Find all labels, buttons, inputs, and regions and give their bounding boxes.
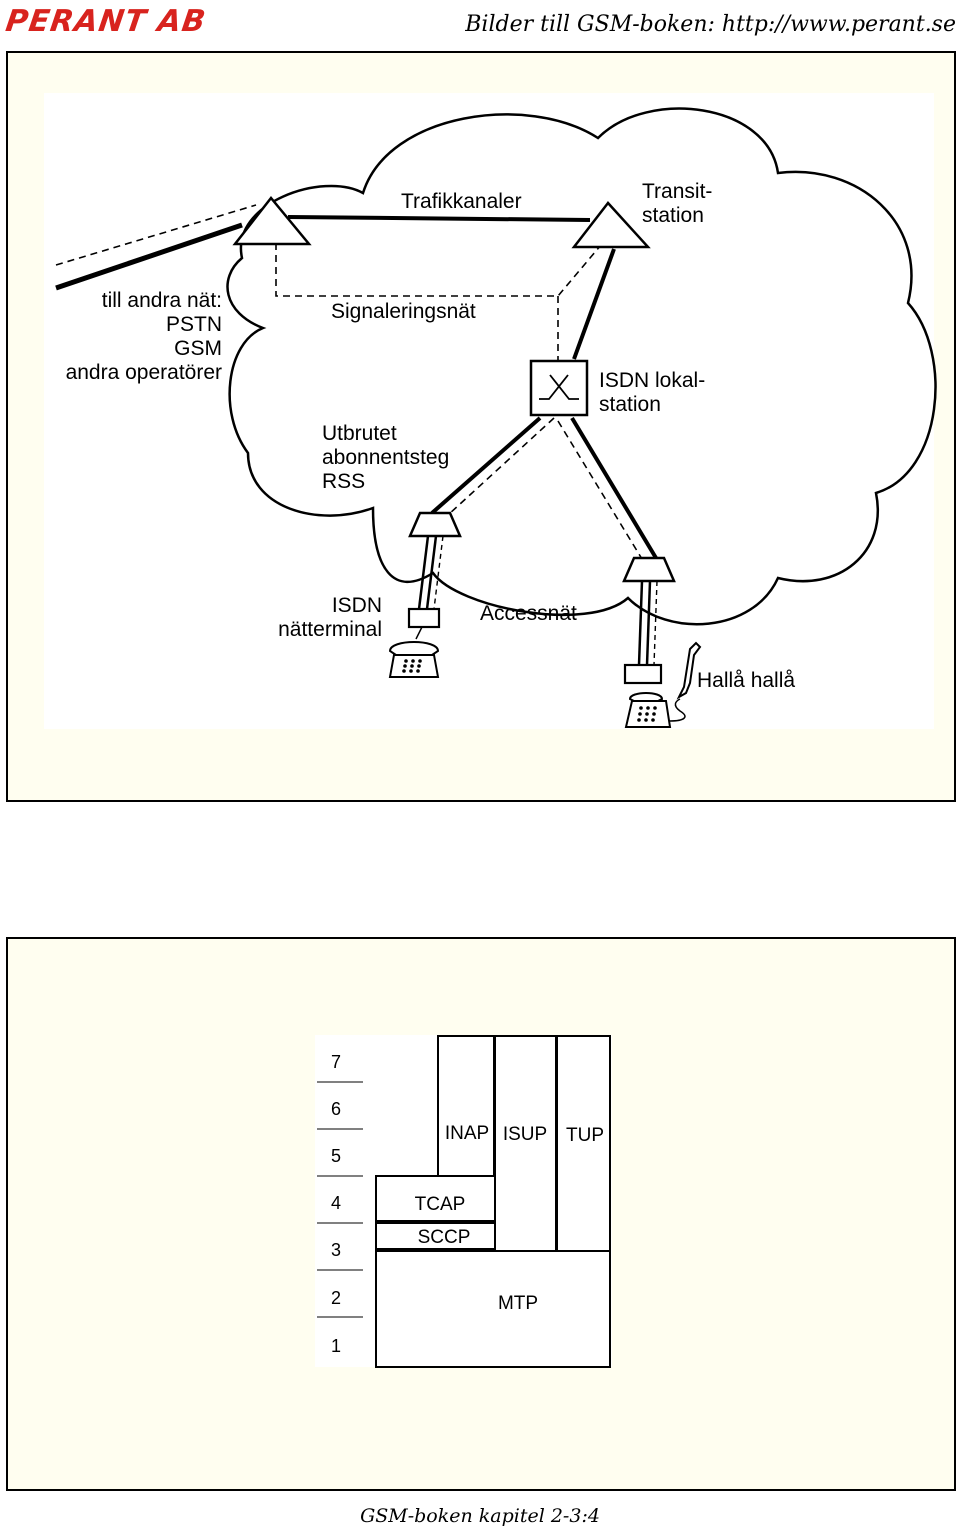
label-signalering: Signaleringsnät xyxy=(331,300,476,323)
perant-logo: PERANT AB xyxy=(3,4,209,39)
label-transit-2: station xyxy=(642,204,704,227)
layer-number: 2 xyxy=(331,1288,341,1308)
sccp-label: SCCP xyxy=(418,1227,471,1248)
mtp-label: MTP xyxy=(498,1293,538,1314)
access-unit xyxy=(622,556,676,583)
label-halla: Hallå hallå xyxy=(697,669,795,692)
protocol-stack-slide: 7 6 5 4 3 2 1 INAP ISUP TUP TCAP SCCP MT… xyxy=(6,937,956,1491)
label-rss-2: abonnentsteg xyxy=(322,446,449,469)
footer-caption: GSM-boken kapitel 2-3:4 xyxy=(360,1505,600,1527)
transit-exchange-triangle xyxy=(571,201,651,249)
label-trafikkanaler: Trafikkanaler xyxy=(401,190,522,213)
mtp-block xyxy=(375,1250,611,1368)
layer-number: 1 xyxy=(331,1336,341,1356)
terminal-signal xyxy=(433,535,444,610)
label-transit-1: Transit- xyxy=(642,180,712,203)
protocol-stack-diagram: 7 6 5 4 3 2 1 INAP ISUP TUP TCAP SCCP MT… xyxy=(315,1035,612,1368)
network-diagram: Trafikkanaler Transit- station till andr… xyxy=(44,93,937,729)
isdn-network-terminal xyxy=(407,607,441,629)
terminal-line-b xyxy=(425,535,438,610)
label-isdn-lokal-2: station xyxy=(599,393,661,416)
exchange-triangle xyxy=(232,196,312,246)
access-line-a xyxy=(637,580,644,666)
label-external-1: till andra nät: xyxy=(102,289,222,312)
network-slide: Trafikkanaler Transit- station till andr… xyxy=(6,51,956,802)
label-external-2: PSTN xyxy=(166,313,222,336)
label-rss-3: RSS xyxy=(322,470,365,493)
layer-number: 3 xyxy=(331,1240,341,1260)
isup-label: ISUP xyxy=(503,1124,547,1145)
tcap-block xyxy=(375,1175,496,1222)
label-isdn-lokal-1: ISDN lokal- xyxy=(599,369,705,392)
traffic-channel-line xyxy=(287,215,591,222)
external-signal-line xyxy=(55,204,257,266)
telephone-offhook-icon xyxy=(624,641,702,728)
layer-number: 7 xyxy=(331,1052,341,1072)
label-netterminal-2: nätterminal xyxy=(278,618,382,641)
layer-dividers xyxy=(317,1081,363,1318)
layer-number: 4 xyxy=(331,1193,341,1213)
isdn-network-terminal-right xyxy=(623,663,663,685)
local-exchange-switch xyxy=(529,359,589,417)
header-title: Bilder till GSM-boken: http://www.perant… xyxy=(465,12,956,37)
tup-label: TUP xyxy=(566,1125,604,1146)
tup-block xyxy=(556,1035,611,1252)
terminal-line-a xyxy=(417,535,430,610)
label-rss-1: Utbrutet xyxy=(322,422,397,445)
access-line-b xyxy=(645,580,652,666)
tcap-label: TCAP xyxy=(415,1194,466,1215)
inap-label: INAP xyxy=(445,1123,489,1144)
local-rss-link xyxy=(430,416,542,515)
telephone-icon xyxy=(388,626,440,678)
label-accessnat: Accessnät xyxy=(480,602,577,625)
inap-block xyxy=(437,1035,495,1177)
label-netterminal-1: ISDN xyxy=(332,594,382,617)
local-access-link xyxy=(570,416,658,560)
rss-unit xyxy=(408,511,462,538)
layer-number: 6 xyxy=(331,1099,341,1119)
transit-local-link xyxy=(572,248,616,360)
layer-number: 5 xyxy=(331,1146,341,1166)
label-external-4: andra operatörer xyxy=(66,361,222,384)
signalling-network-line xyxy=(275,243,602,297)
label-external-3: GSM xyxy=(174,337,222,360)
external-traffic-line xyxy=(55,222,243,291)
isup-block xyxy=(494,1035,557,1252)
local-access-signal xyxy=(557,420,643,560)
